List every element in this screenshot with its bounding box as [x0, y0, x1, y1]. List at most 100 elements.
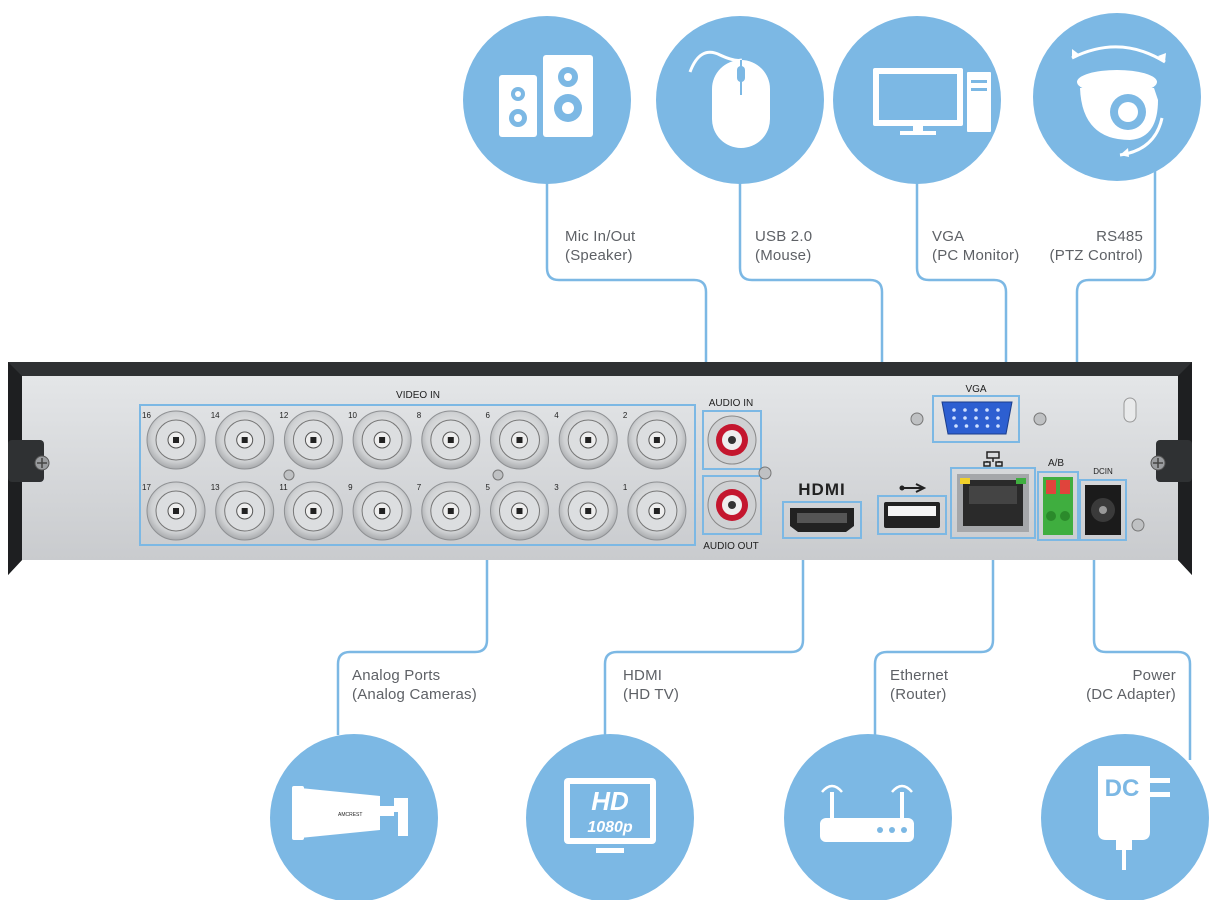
label-ethernet: Ethernet (Router) — [890, 666, 948, 704]
vga-pin — [964, 424, 969, 428]
camera-brand-text: AMCREST — [338, 812, 362, 818]
connector-line-rs485 — [1075, 170, 1157, 485]
label-power-subtitle: (DC Adapter) — [1086, 686, 1176, 703]
label-analog-title: Analog Ports — [352, 667, 441, 684]
dc-adapter-icon: DC — [1041, 734, 1209, 902]
rs485-port: A/B — [1037, 458, 1079, 541]
vga-pin — [996, 424, 1000, 428]
panel-screw — [492, 469, 504, 481]
bnc-video-port: 14 — [211, 410, 275, 470]
hd-resolution-text: 1080p — [587, 819, 633, 836]
label-vga: VGA (PC Monitor) — [932, 227, 1019, 265]
label-rs485-title: RS485 — [1096, 228, 1143, 245]
bnc-video-port: 9 — [348, 481, 412, 541]
monitor-icon — [833, 16, 1001, 184]
label-rs485-subtitle: (PTZ Control) — [1049, 247, 1143, 264]
label-analog: Analog Ports (Analog Cameras) — [352, 666, 477, 704]
channel-number: 3 — [554, 483, 559, 492]
audio-in-label: AUDIO IN — [709, 398, 753, 409]
bnc-video-port: 2 — [623, 410, 687, 470]
bnc-video-port: 11 — [279, 481, 343, 541]
connector-line-vga — [915, 178, 1008, 400]
label-usb-subtitle: (Mouse) — [755, 247, 812, 264]
vga-pin — [996, 416, 1000, 420]
dc-in-port: DCIN — [1079, 467, 1127, 541]
hd-text: HD — [591, 786, 629, 816]
vga-pin — [985, 416, 989, 420]
usb-port — [877, 483, 947, 535]
channel-number: 1 — [623, 483, 628, 492]
channel-number: 2 — [623, 411, 628, 420]
channel-number: 13 — [211, 483, 220, 492]
speaker-icon — [463, 16, 631, 184]
label-rs485: RS485 (PTZ Control) — [1050, 227, 1143, 265]
hd-tv-icon: HD 1080p — [526, 734, 694, 902]
bnc-video-port: 8 — [417, 410, 481, 470]
channel-number: 17 — [142, 483, 151, 492]
channel-number: 14 — [211, 411, 220, 420]
bnc-video-port: 5 — [486, 481, 549, 541]
bnc-video-port: 12 — [279, 410, 343, 470]
label-usb-title: USB 2.0 — [755, 228, 813, 245]
audio-out-label: AUDIO OUT — [703, 541, 759, 552]
label-mic: Mic In/Out (Speaker) — [565, 227, 635, 265]
label-hdmi-subtitle: (HD TV) — [623, 686, 680, 703]
connector-line-power — [1092, 540, 1192, 760]
connector-lines — [336, 170, 1192, 760]
label-mic-title: Mic In/Out — [565, 228, 636, 245]
router-icon — [784, 734, 952, 902]
connector-line-hdmi — [603, 538, 805, 735]
vga-pin — [952, 408, 956, 412]
vga-port: VGA — [910, 384, 1047, 443]
channel-number: 12 — [279, 411, 288, 420]
bnc-video-port: 17 — [142, 481, 206, 541]
hdmi-logo-text: HDMI — [798, 480, 845, 499]
label-ethernet-title: Ethernet — [890, 667, 949, 684]
connector-line-ethernet — [873, 540, 995, 735]
ptz-camera-icon — [1033, 13, 1201, 181]
channel-number: 9 — [348, 483, 353, 492]
bnc-video-port: 13 — [211, 481, 275, 541]
connector-line-mic — [545, 178, 708, 410]
hdmi-port: HDMI — [782, 480, 862, 539]
vga-pin — [996, 408, 1000, 412]
bnc-video-port: 10 — [348, 410, 412, 470]
vga-pin — [954, 424, 958, 428]
vga-pin — [985, 424, 990, 428]
bullet-camera-icon: AMCREST — [270, 734, 438, 902]
dc-text: DC — [1105, 775, 1140, 802]
vga-pin — [952, 416, 956, 420]
label-vga-subtitle: (PC Monitor) — [932, 247, 1020, 264]
audio-ports: AUDIO IN AUDIO OUT — [702, 398, 772, 552]
channel-number: 11 — [279, 483, 288, 492]
panel-screw — [283, 469, 295, 481]
label-power: Power (DC Adapter) — [1086, 666, 1176, 704]
dcin-label: DCIN — [1093, 467, 1113, 476]
channel-number: 7 — [417, 483, 422, 492]
channel-number: 16 — [142, 411, 151, 420]
bnc-video-port: 7 — [417, 481, 481, 541]
vga-pin — [974, 416, 978, 420]
ethernet-port — [950, 451, 1036, 539]
label-vga-title: VGA — [932, 228, 965, 245]
bnc-video-port: 3 — [554, 481, 618, 541]
channel-number: 10 — [348, 411, 357, 420]
video-in-label: VIDEO IN — [396, 390, 440, 401]
vga-pin — [974, 408, 978, 412]
bnc-video-port: 6 — [486, 410, 549, 470]
vga-pin — [963, 408, 967, 412]
bnc-video-port: 4 — [554, 410, 618, 470]
vga-label: VGA — [965, 384, 986, 395]
label-usb: USB 2.0 (Mouse) — [755, 227, 812, 265]
channel-number: 4 — [554, 411, 559, 420]
vga-pin — [975, 424, 979, 428]
channel-number: 8 — [417, 411, 422, 420]
network-icon — [983, 451, 1003, 467]
label-mic-subtitle: (Speaker) — [565, 247, 633, 264]
vga-pin — [963, 416, 967, 420]
label-analog-subtitle: (Analog Cameras) — [352, 686, 477, 703]
label-ethernet-subtitle: (Router) — [890, 686, 947, 703]
connector-line-analog — [336, 545, 489, 735]
